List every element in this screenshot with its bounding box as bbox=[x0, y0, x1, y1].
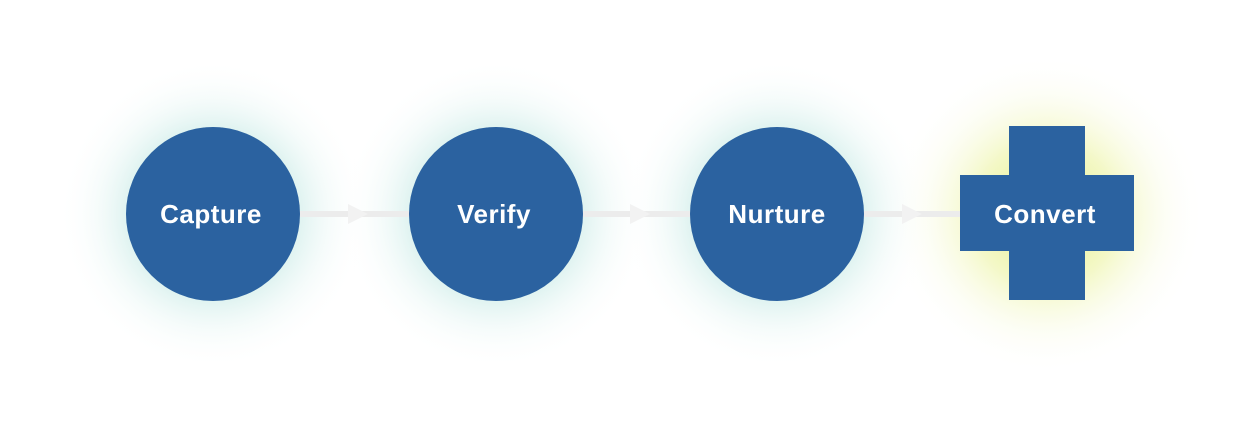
capture-label: Capture bbox=[160, 199, 262, 229]
convert-cross bbox=[960, 126, 1134, 300]
verify-circle bbox=[409, 127, 583, 301]
connector-verify-nurture bbox=[583, 204, 690, 224]
node-verify: Verify bbox=[409, 127, 583, 301]
arrowhead-icon bbox=[348, 204, 368, 224]
convert-label: Convert bbox=[994, 199, 1096, 229]
node-convert: Convert bbox=[960, 126, 1134, 300]
connector-capture-verify bbox=[300, 204, 410, 224]
arrowhead-icon bbox=[902, 204, 922, 224]
nurture-label: Nurture bbox=[728, 199, 825, 229]
connector-nurture-convert bbox=[864, 204, 960, 224]
verify-label: Verify bbox=[457, 199, 531, 229]
capture-circle bbox=[126, 127, 300, 301]
connector-layer bbox=[300, 204, 960, 224]
nurture-circle bbox=[690, 127, 864, 301]
node-nurture: Nurture bbox=[690, 127, 864, 301]
node-capture: Capture bbox=[126, 127, 300, 301]
arrowhead-icon bbox=[630, 204, 650, 224]
